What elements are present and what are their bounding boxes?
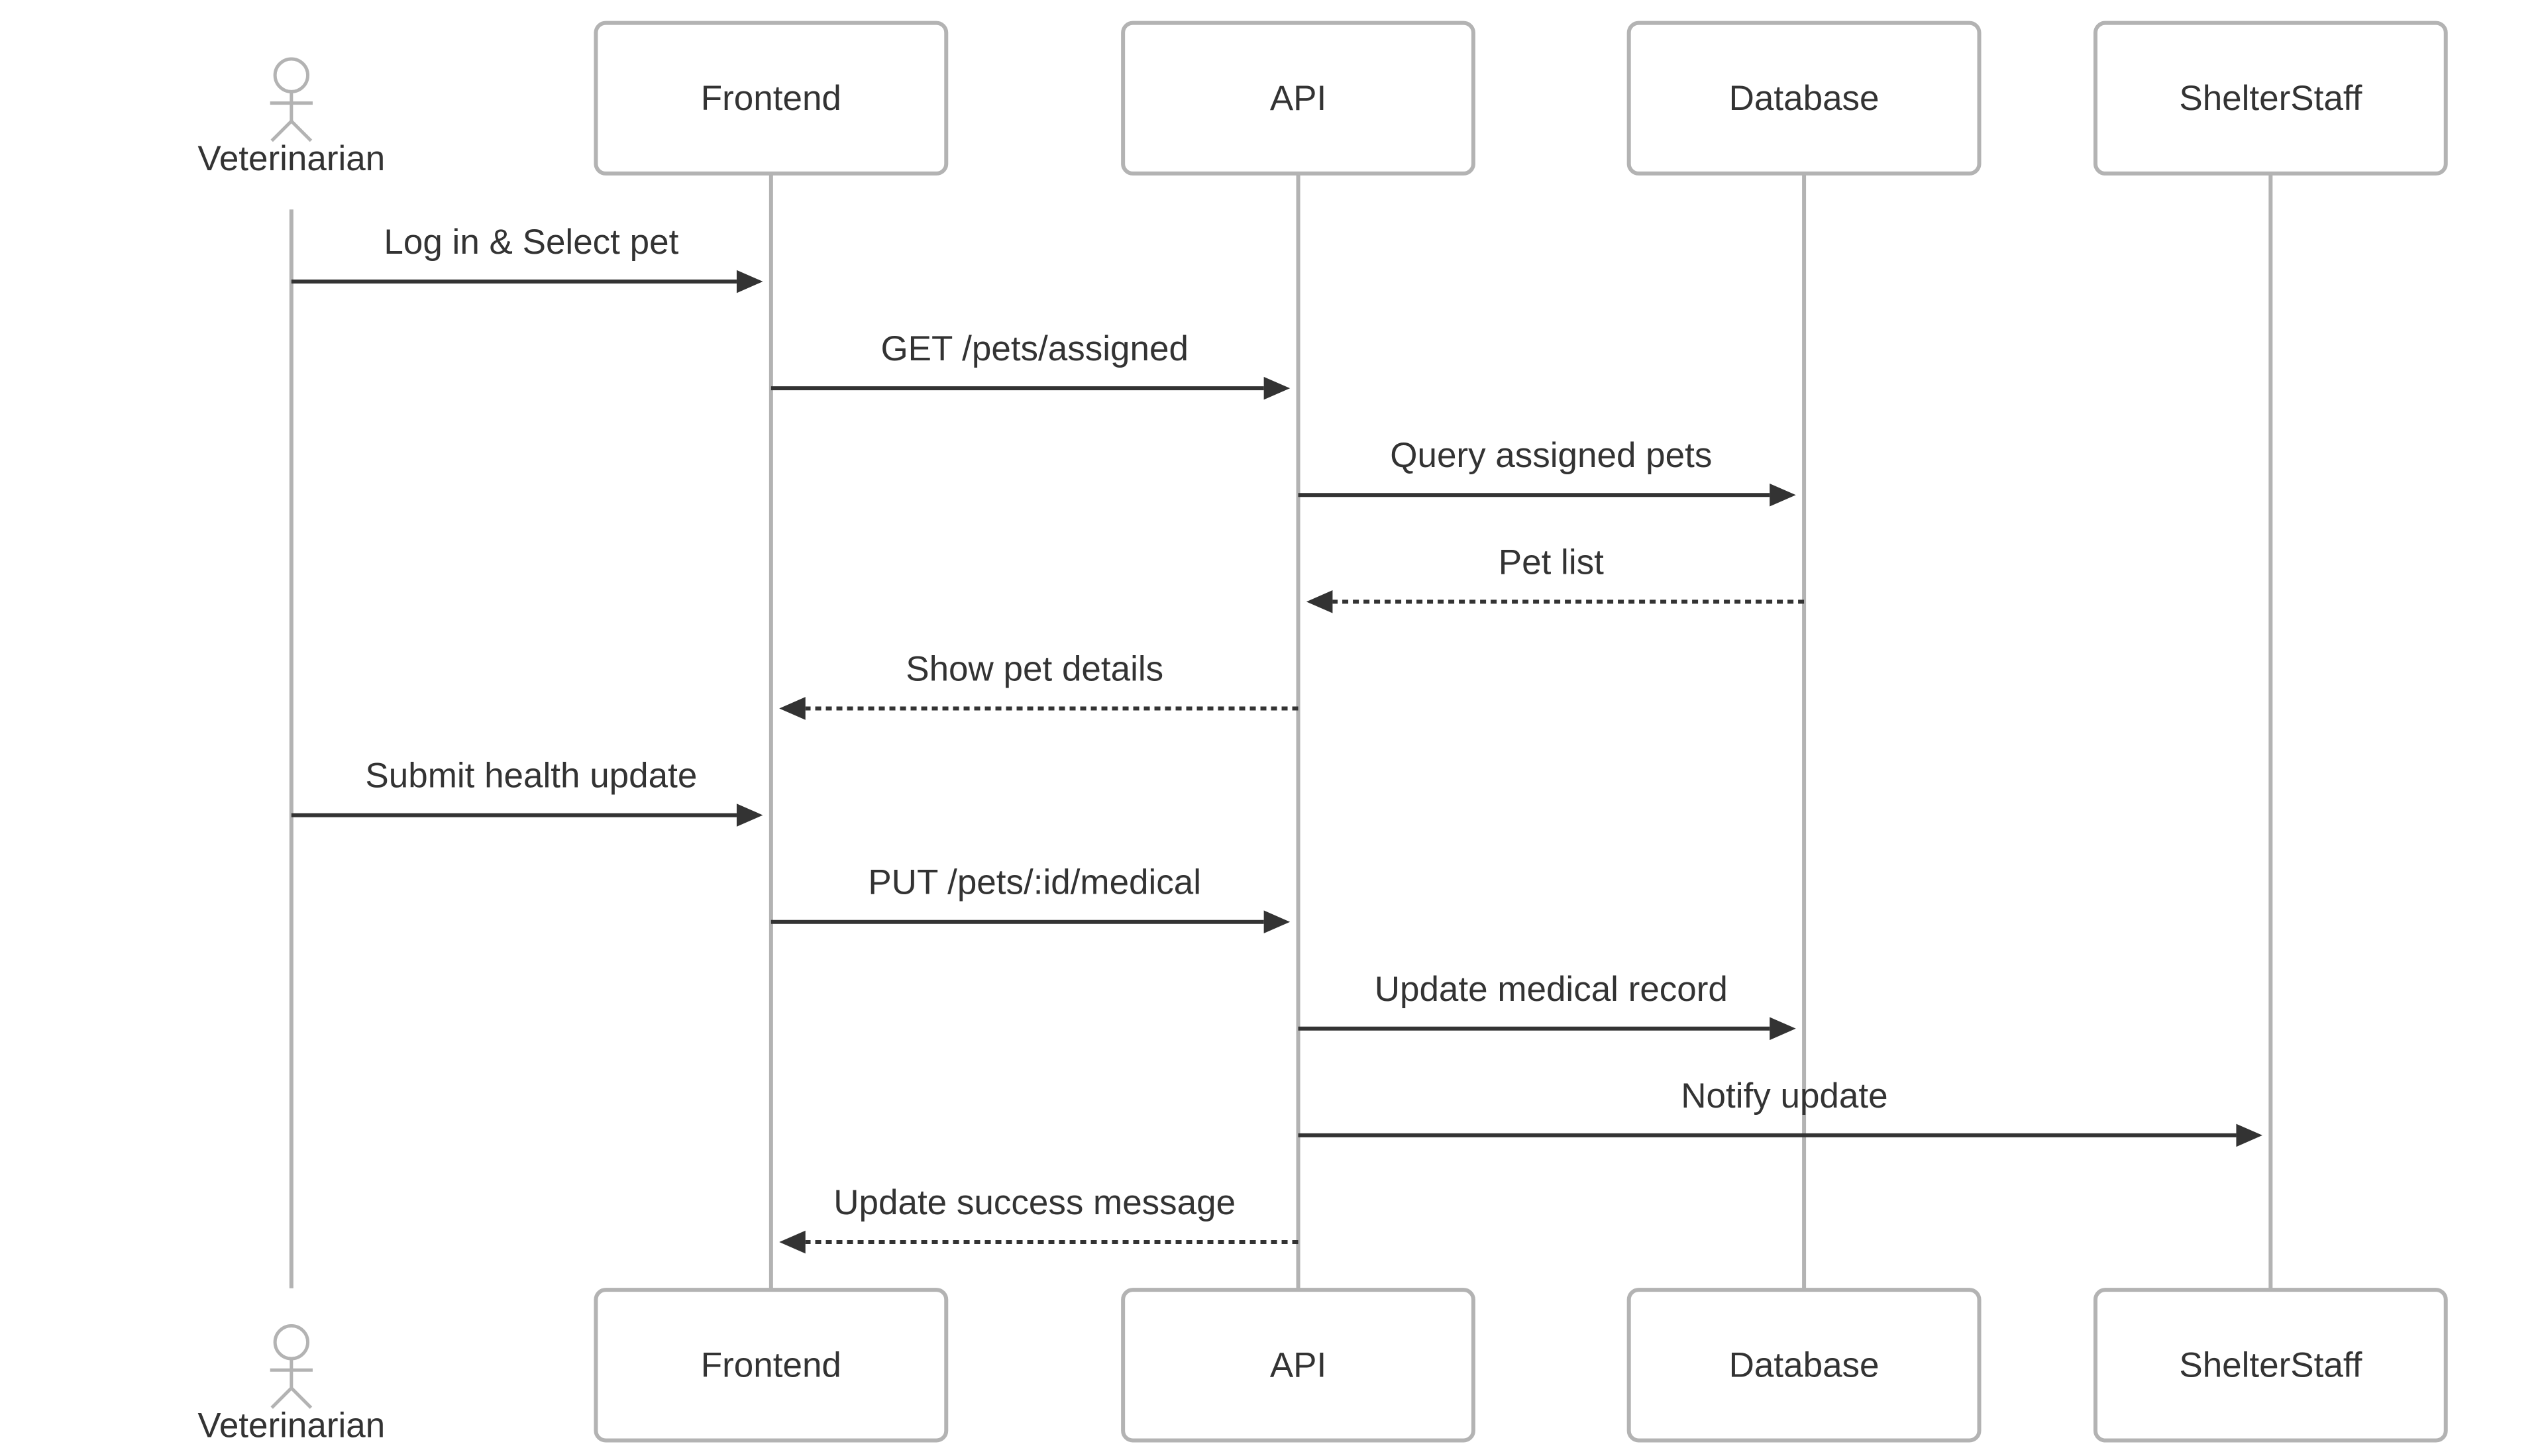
message-3: Query assigned pets [1298, 436, 1796, 507]
participant-label: Database [1729, 79, 1880, 118]
arrowhead-icon [1306, 590, 1333, 613]
participant-box [2093, 21, 2448, 176]
actor-icon [270, 57, 313, 142]
message-label: GET /pets/assigned [880, 329, 1189, 368]
actor-label: Veterinarian [197, 1406, 385, 1445]
message-1: Log in & Select pet [291, 223, 763, 293]
message-label: Update medical record [1375, 970, 1728, 1009]
participant-frontend-bottom: Frontend [594, 1288, 949, 1443]
message-label: Show pet details [906, 649, 1163, 688]
message-9: Notify update [1298, 1076, 2262, 1147]
arrowhead-icon [2236, 1123, 2262, 1147]
message-6: Submit health update [291, 756, 763, 827]
message-10: Update success message [779, 1183, 1298, 1254]
participant-database-top: Database [1626, 21, 1982, 176]
participant-box [594, 21, 949, 176]
actor-label: Veterinarian [197, 139, 385, 178]
participant-api-bottom: API [1121, 1288, 1475, 1443]
message-5: Show pet details [779, 649, 1298, 720]
participant-shelterstaff-top: ShelterStaff [2093, 21, 2448, 176]
actor-icon [270, 1324, 313, 1409]
participant-box [594, 1288, 949, 1443]
participant-veterinarian-bottom: Veterinarian [197, 1324, 385, 1445]
participant-label: ShelterStaff [2179, 1345, 2362, 1384]
message-label: Update success message [833, 1183, 1236, 1222]
arrowhead-icon [1263, 376, 1291, 400]
participant-box [2093, 1288, 2448, 1443]
message-4: Pet list [1306, 543, 1805, 613]
message-label: Log in & Select pet [384, 223, 678, 262]
participant-box [1626, 1288, 1982, 1443]
participant-veterinarian-top: Veterinarian [197, 57, 385, 178]
message-8: Update medical record [1298, 970, 1796, 1041]
participant-label: API [1270, 1345, 1326, 1384]
participant-api-top: API [1121, 21, 1475, 176]
arrowhead-icon [1770, 483, 1796, 507]
participant-label: Frontend [701, 1345, 841, 1384]
participant-label: ShelterStaff [2179, 79, 2362, 118]
participant-box [1121, 1288, 1475, 1443]
participant-box [1626, 21, 1982, 176]
message-7: PUT /pets/:id/medical [770, 863, 1291, 933]
message-label: Pet list [1499, 543, 1604, 582]
message-label: Submit health update [365, 756, 697, 796]
message-label: PUT /pets/:id/medical [868, 863, 1201, 902]
participant-shelterstaff-bottom: ShelterStaff [2093, 1288, 2448, 1443]
participant-box [1121, 21, 1475, 176]
message-label: Notify update [1681, 1076, 1887, 1116]
participant-label: Frontend [701, 79, 841, 118]
arrowhead-icon [1263, 910, 1291, 933]
arrowhead-icon [1770, 1017, 1796, 1041]
participant-label: Database [1729, 1345, 1880, 1384]
arrowhead-icon [736, 804, 763, 827]
arrowhead-icon [779, 697, 806, 720]
message-label: Query assigned pets [1390, 436, 1712, 475]
arrowhead-icon [779, 1230, 806, 1254]
participant-label: API [1270, 79, 1326, 118]
participant-frontend-top: Frontend [594, 21, 949, 176]
participant-database-bottom: Database [1626, 1288, 1982, 1443]
arrowhead-icon [736, 270, 763, 293]
message-2: GET /pets/assigned [770, 329, 1291, 400]
